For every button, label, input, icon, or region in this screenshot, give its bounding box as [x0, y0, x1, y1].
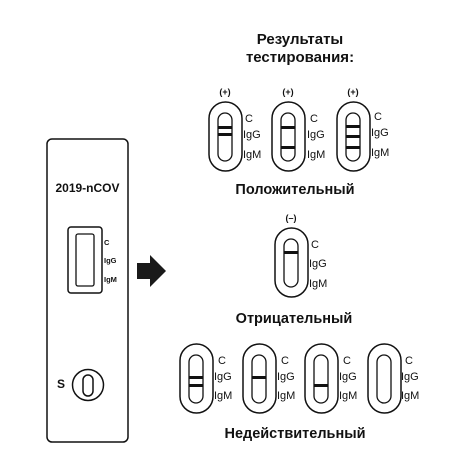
- invalid-1-label-igm: IgM: [214, 390, 233, 402]
- positive-sign-2: (+): [282, 87, 294, 97]
- strip-positive-3: [336, 101, 371, 172]
- results-title: Результаты тестирования:: [200, 31, 400, 67]
- positive-1-label-igg: IgG: [243, 129, 261, 141]
- invalid-label: Недействительный: [224, 426, 366, 442]
- invalid-4-label-igm: IgM: [401, 390, 420, 402]
- positive-3-label-igm: IgM: [371, 147, 390, 159]
- strip-invalid-1: [179, 343, 214, 414]
- invalid-2-label-igm: IgM: [277, 390, 296, 402]
- negative-label: Отрицательный: [235, 311, 353, 327]
- arrow-icon: [137, 255, 166, 287]
- negative-label-igm: IgM: [309, 278, 328, 290]
- strip-invalid-3: [304, 343, 339, 414]
- positive-1-label-c: C: [245, 113, 253, 125]
- positive-1-label-igm: IgM: [243, 149, 262, 161]
- negative-label-c: C: [311, 239, 319, 251]
- cassette-result-window-inner: [75, 233, 95, 287]
- invalid-4-label-c: C: [405, 355, 413, 367]
- positive-3-label-c: C: [374, 111, 382, 123]
- sample-well-inner: [82, 374, 94, 397]
- invalid-2-label-c: C: [281, 355, 289, 367]
- cassette-label-igm: IgM: [104, 275, 117, 284]
- invalid-3-label-igm: IgM: [339, 390, 358, 402]
- invalid-4-label-igg: IgG: [401, 371, 419, 383]
- cassette-label-c: C: [104, 238, 110, 247]
- invalid-2-label-igg: IgG: [277, 371, 295, 383]
- strip-invalid-4: [367, 343, 402, 414]
- positive-2-label-igm: IgM: [307, 149, 326, 161]
- results-title-line1: Результаты: [256, 31, 344, 48]
- invalid-3-label-igg: IgG: [339, 371, 357, 383]
- sample-label: S: [57, 377, 66, 391]
- positive-3-label-igg: IgG: [371, 127, 389, 139]
- invalid-1-label-igg: IgG: [214, 371, 232, 383]
- invalid-3-label-c: C: [343, 355, 351, 367]
- cassette-name: 2019-nCOV: [55, 181, 120, 195]
- positive-2-label-igg: IgG: [307, 129, 325, 141]
- strip-positive-1: [208, 101, 243, 172]
- positive-label: Положительный: [235, 182, 355, 198]
- strip-invalid-2: [242, 343, 277, 414]
- results-title-line2: тестирования:: [245, 49, 355, 66]
- negative-label-igg: IgG: [309, 258, 327, 270]
- positive-sign-1: (+): [219, 87, 231, 97]
- negative-sign: (–): [285, 213, 297, 223]
- invalid-1-label-c: C: [218, 355, 226, 367]
- positive-2-label-c: C: [310, 113, 318, 125]
- cassette-label-igg: IgG: [104, 256, 117, 265]
- strip-negative: [274, 227, 309, 298]
- strip-positive-2: [271, 101, 306, 172]
- positive-sign-3: (+): [347, 87, 359, 97]
